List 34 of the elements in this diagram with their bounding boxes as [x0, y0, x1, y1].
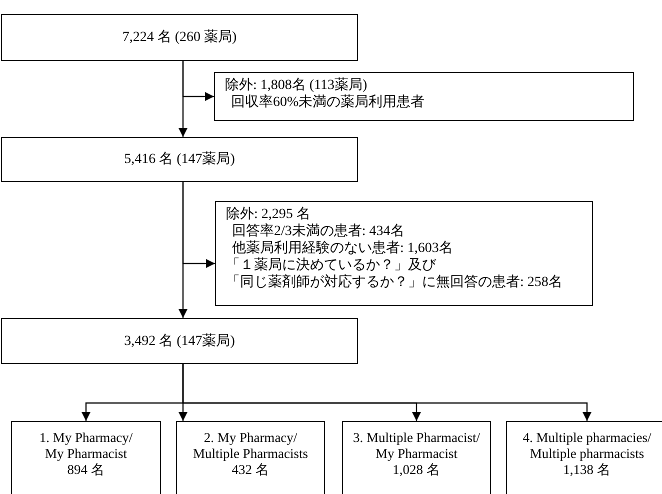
box-text: 432 名: [232, 462, 270, 478]
box-text: 「１薬局に決めているか？」及び: [226, 257, 436, 274]
arrow: [178, 182, 188, 318]
box-text: 5,416 名 (147薬局): [124, 151, 235, 168]
box-text: 3,492 名 (147薬局): [124, 332, 235, 350]
box-text: 3. Multiple Pharmacist/: [352, 430, 480, 446]
box-text: 1,028 名: [392, 462, 440, 478]
box-text: 回答率2/3未満の患者: 434名: [231, 223, 404, 240]
exclusion-box: [214, 72, 634, 121]
process-box: [1, 14, 358, 61]
box-text: 除外: 1,808名 (113薬局): [225, 77, 368, 94]
box-text: My Pharmacist: [375, 446, 458, 462]
process-box: [506, 421, 662, 494]
box-text: Multiple Pharmacists: [192, 446, 308, 462]
box-text: 894 名: [67, 462, 105, 478]
arrow: [178, 61, 188, 137]
box-text: Multiple pharmacists: [530, 446, 644, 462]
arrow: [182, 364, 592, 421]
box-text: 1,138 名: [563, 462, 611, 478]
exclusion-box: [215, 201, 593, 306]
box-text: 回収率60%未満の薬局利用患者: [230, 94, 425, 111]
process-box: [342, 421, 491, 494]
box-text: 除外: 2,295 名: [226, 206, 310, 223]
process-box: [1, 137, 358, 182]
box-text: 2. My Pharmacy/: [204, 430, 298, 446]
box-text: 「同じ薬剤師が対応するか？」に無回答の患者: 258名: [226, 274, 562, 291]
box-text: 他薬局利用経験のない患者: 1,603名: [231, 240, 453, 257]
process-box: [176, 421, 325, 494]
process-box: [11, 421, 161, 494]
process-box: [1, 318, 358, 364]
box-text: 4. Multiple pharmacies/: [522, 430, 652, 446]
box-text: 7,224 名 (260 薬局): [122, 29, 237, 46]
box-text: My Pharmacist: [44, 446, 128, 462]
box-text: 1. My Pharmacy/: [39, 430, 133, 446]
